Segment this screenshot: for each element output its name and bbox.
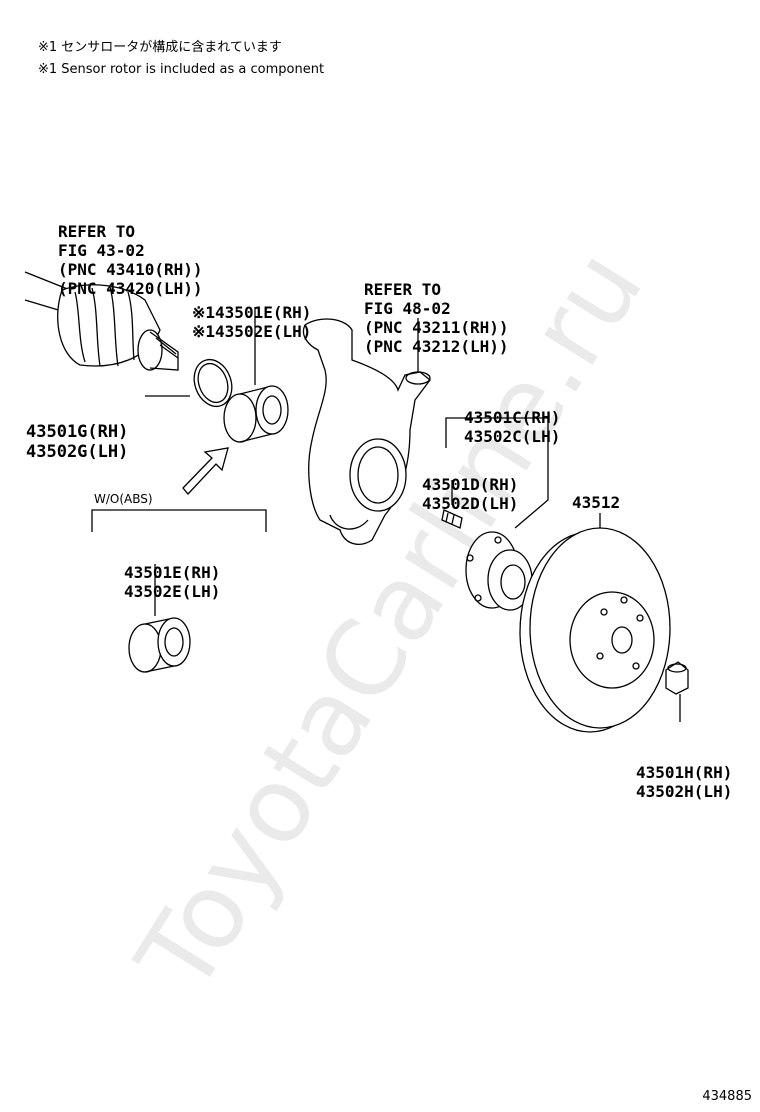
leader-hub (445, 417, 549, 529)
image-id: 434885 (702, 1089, 752, 1104)
hub-bolt (441, 509, 463, 529)
hub-bearing-wo-abs (128, 617, 191, 673)
label-bearing-with-rotor: ※143501E(RH)※143502E(LH) (192, 303, 312, 341)
brake-disc (519, 513, 671, 733)
label-hub-bolt: 43501D(RH)43502D(LH) (422, 475, 519, 513)
hub-nut (665, 661, 689, 695)
axle-hub (465, 531, 533, 611)
arrow-icon (182, 447, 229, 495)
note-japanese: ※1 センサロータが構成に含まれています (38, 40, 282, 55)
label-bearing-wo-abs: 43501E(RH)43502E(LH) (124, 563, 221, 601)
label-hub-nut: 43501H(RH)43502H(LH) (636, 763, 733, 801)
note-english: ※1 Sensor rotor is included as a compone… (38, 62, 325, 77)
label-hub: 43501C(RH)43502C(LH) (464, 408, 561, 446)
hub-bearing (223, 385, 289, 443)
wo-abs-bracket (91, 509, 267, 532)
label-snap-ring: 43501G(RH)43502G(LH) (26, 422, 129, 462)
steering-knuckle (302, 318, 431, 545)
label-disc: 43512 (572, 493, 621, 512)
drive-shaft (24, 271, 179, 371)
label-wo-abs: W/O(ABS) (94, 492, 153, 506)
snap-ring (193, 358, 233, 408)
